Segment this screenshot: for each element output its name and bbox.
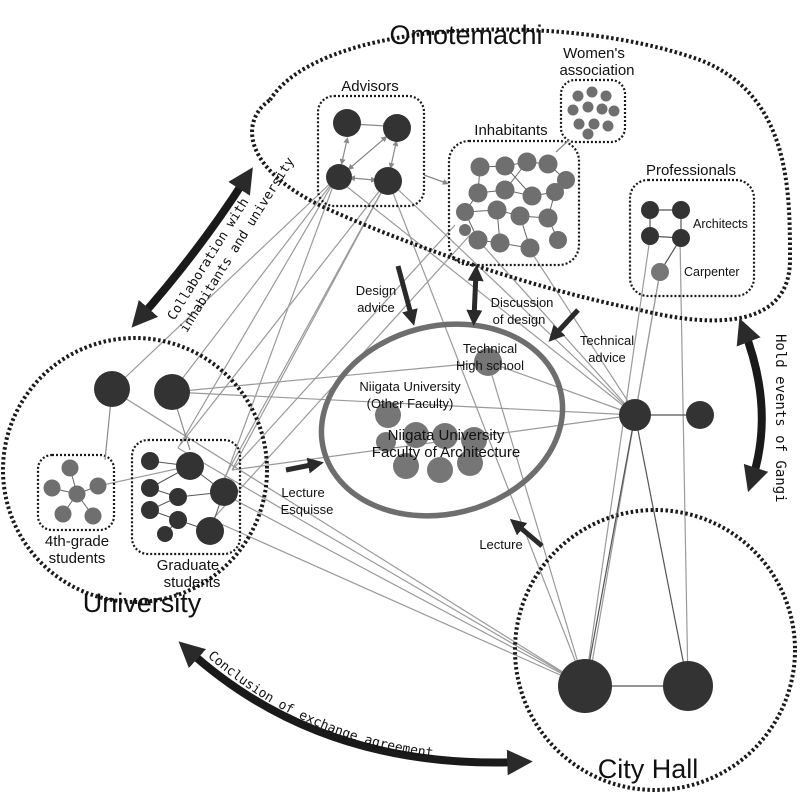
fourth-grade-label-line2: students (49, 550, 106, 567)
university-label: University (83, 588, 202, 618)
graduate-nodes (141, 452, 238, 545)
university-boundary (1, 336, 269, 604)
fourth-grade-nodes (43, 459, 107, 525)
inhabitants-label: Inhabitants (474, 122, 547, 139)
exchange-arrow (178, 641, 533, 776)
center-nodes (375, 348, 502, 483)
hold-events-arrow (736, 318, 769, 493)
collaboration-arrow (131, 167, 253, 328)
city-hall-boundary (513, 508, 797, 792)
womens-label-line2: association (559, 62, 634, 79)
technical-advice-arrow (548, 308, 580, 342)
technical-advice-line2: advice (588, 350, 626, 365)
professionals-label: Professionals (646, 162, 736, 179)
university-nodes (94, 371, 191, 461)
lecture-label: Lecture (479, 537, 522, 552)
city-hall-nodes (558, 399, 714, 713)
technical-advice-line1: Technical (580, 333, 634, 348)
technical-high-school-line1: Technical (463, 341, 517, 356)
flow-arrows (285, 265, 580, 548)
design-advice-line1: Design (356, 283, 396, 298)
advisors-nodes (326, 109, 449, 195)
exchange-label: Conclusion of exchange agreement (205, 648, 434, 761)
womens-association-nodes (567, 86, 620, 140)
faculty-arch-line2: Faculty of Architecture (372, 444, 520, 461)
design-advice-arrow (395, 265, 418, 326)
womens-link (555, 139, 570, 153)
carpenter-label: Carpenter (684, 265, 740, 279)
inhabitants-nodes (456, 152, 575, 258)
technical-high-school-line2: High school (456, 358, 524, 373)
graduate-label-line1: Graduate (157, 557, 220, 574)
discussion-arrow (466, 265, 484, 326)
graduate-box (130, 438, 242, 556)
omotemachi-boundary (250, 27, 793, 323)
faculty-arch-line1: Niigata University (388, 427, 505, 444)
center-boundary (318, 321, 566, 519)
architects-label: Architects (693, 217, 748, 231)
advisors-box (316, 94, 426, 208)
niigata-other-line2: (Other Faculty) (367, 396, 454, 411)
lecture-esquisse-line2: Esquisse (281, 502, 334, 517)
niigata-other-line1: Niigata University (359, 379, 461, 394)
subgroup-boxes (36, 78, 756, 556)
professionals-nodes (641, 201, 690, 281)
graduate-label-line2: students (164, 574, 221, 591)
lecture-arrow (509, 518, 544, 548)
discussion-line1: Discussion (491, 295, 554, 310)
inhabitants-box (447, 139, 581, 267)
lecture-esquisse-arrow (285, 457, 324, 474)
relation-arrows (131, 167, 769, 776)
advisors-label: Advisors (341, 78, 399, 95)
professionals-box (628, 178, 756, 298)
design-advice-line2: advice (357, 300, 395, 315)
fourth-grade-label-line1: 4th-grade (45, 533, 109, 550)
discussion-line2: of design (493, 312, 546, 327)
city-hall-label: City Hall (598, 754, 699, 784)
fourth-grade-box (36, 453, 116, 532)
womens-label-line1: Women's (563, 45, 625, 62)
hold-events-label: Hold events of Gangi (772, 334, 788, 503)
group-boundaries (1, 27, 797, 792)
omotemachi-label: Omotemachi (389, 20, 542, 50)
lecture-esquisse-line1: Lecture (281, 485, 324, 500)
womens-association-box (559, 78, 627, 144)
